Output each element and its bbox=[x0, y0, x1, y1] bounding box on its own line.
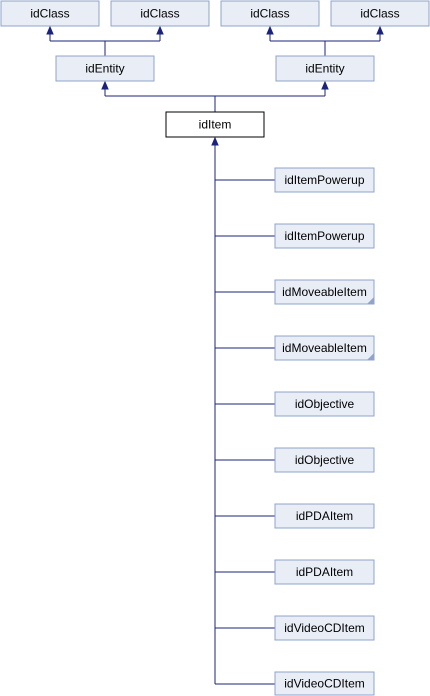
arrow-to-idclass-1 bbox=[46, 25, 54, 35]
node-iditempowerup-2[interactable]: idItemPowerup bbox=[274, 223, 375, 249]
arrow-to-idclass-4 bbox=[376, 25, 384, 35]
node-idclass-1[interactable]: idClass bbox=[0, 0, 100, 27]
node-label: idMoveableItem bbox=[282, 341, 367, 355]
node-iditempowerup-1[interactable]: idItemPowerup bbox=[274, 167, 375, 193]
node-idvideocditem-1[interactable]: idVideoCDItem bbox=[274, 615, 375, 641]
node-idclass-3[interactable]: idClass bbox=[220, 0, 320, 27]
inheritance-edges bbox=[49, 27, 381, 685]
node-idobjective-1[interactable]: idObjective bbox=[274, 391, 375, 417]
node-label: idItemPowerup bbox=[284, 173, 364, 187]
arrow-to-identity-2 bbox=[321, 80, 329, 90]
node-label: idClass bbox=[250, 7, 289, 21]
node-idclass-2[interactable]: idClass bbox=[110, 0, 210, 27]
node-identity-1[interactable]: idEntity bbox=[55, 55, 155, 82]
node-label: idVideoCDItem bbox=[284, 677, 364, 691]
node-iditem-current: idItem bbox=[165, 111, 265, 138]
node-label: idItem bbox=[199, 118, 232, 132]
node-label: idMoveableItem bbox=[282, 285, 367, 299]
arrow-to-identity-1 bbox=[101, 80, 109, 90]
node-idpdaitem-1[interactable]: idPDAItem bbox=[274, 503, 375, 529]
arrow-to-idclass-2 bbox=[156, 25, 164, 35]
more-subclasses-marker-icon bbox=[367, 297, 374, 304]
node-label: idItemPowerup bbox=[284, 229, 364, 243]
node-idobjective-2[interactable]: idObjective bbox=[274, 447, 375, 473]
node-label: idObjective bbox=[295, 453, 355, 467]
node-label: idClass bbox=[140, 7, 179, 21]
node-identity-2[interactable]: idEntity bbox=[275, 55, 375, 82]
node-idclass-4[interactable]: idClass bbox=[330, 0, 430, 27]
node-label: idPDAItem bbox=[296, 565, 353, 579]
node-label: idVideoCDItem bbox=[284, 621, 364, 635]
node-label: idEntity bbox=[85, 62, 124, 76]
node-label: idEntity bbox=[305, 62, 344, 76]
node-label: idPDAItem bbox=[296, 509, 353, 523]
node-idpdaitem-2[interactable]: idPDAItem bbox=[274, 559, 375, 585]
node-idmoveableitem-2[interactable]: idMoveableItem bbox=[274, 335, 375, 361]
arrow-to-iditem bbox=[211, 136, 219, 146]
arrow-to-idclass-3 bbox=[266, 25, 274, 35]
more-subclasses-marker-icon bbox=[367, 353, 374, 360]
node-idvideocditem-2[interactable]: idVideoCDItem bbox=[274, 671, 375, 696]
node-label: idObjective bbox=[295, 397, 355, 411]
node-label: idClass bbox=[30, 7, 69, 21]
inheritance-arrowheads bbox=[46, 25, 384, 146]
node-idmoveableitem-1[interactable]: idMoveableItem bbox=[274, 279, 375, 305]
node-label: idClass bbox=[360, 7, 399, 21]
